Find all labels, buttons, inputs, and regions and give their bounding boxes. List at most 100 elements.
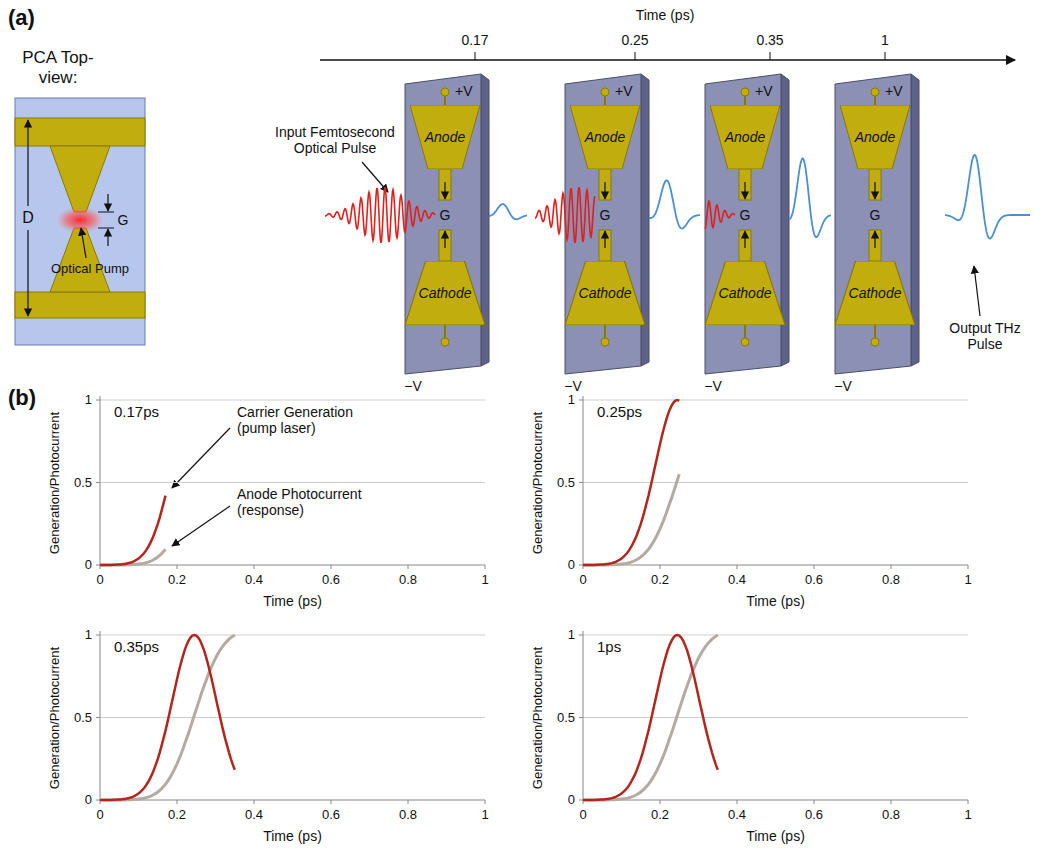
grid-line	[100, 400, 485, 401]
snapshot-time: 0.17ps	[112, 403, 161, 420]
grid-line	[100, 635, 485, 636]
terminal	[441, 88, 449, 96]
electrode-stem	[439, 230, 451, 261]
electrode-shape	[710, 105, 780, 169]
tick-label: 0.8	[882, 808, 900, 823]
axis-tick	[635, 52, 636, 60]
axis-tick	[408, 565, 409, 569]
panel-letter: (b)	[8, 385, 36, 410]
substrate	[15, 98, 145, 345]
electrode-label: Anode	[725, 129, 765, 145]
tick-label: 0.4	[245, 573, 263, 588]
voltage-label: −V	[834, 378, 852, 394]
snapshot-time: 0.25ps	[595, 403, 644, 420]
x-axis	[583, 800, 968, 801]
electrode-shape	[705, 261, 785, 325]
gap-arrow	[604, 231, 605, 248]
panel-letter: (a)	[8, 5, 35, 30]
bowtie-antenna	[50, 146, 110, 212]
axis-tick	[254, 800, 255, 804]
gap-tick	[98, 212, 114, 213]
electrode-shape	[565, 261, 645, 325]
x-axis-title: Time (ps)	[746, 828, 805, 844]
axis-tick	[96, 800, 100, 801]
thz-waveform	[489, 204, 527, 219]
cathode-electrode: Cathode	[405, 261, 485, 325]
tick-label: 1	[481, 808, 488, 823]
axis-tick	[737, 565, 738, 569]
x-axis	[100, 800, 485, 801]
tick-label: 0.4	[728, 808, 746, 823]
axis-tick	[891, 565, 892, 569]
tick-label: 0.2	[651, 573, 669, 588]
tick-label: 0.4	[245, 808, 263, 823]
tick-label: 0.5	[557, 475, 575, 490]
generation-curve	[583, 400, 679, 565]
tick-label: 0	[85, 558, 92, 573]
axis-tick	[177, 800, 178, 804]
electrode-shape	[570, 105, 640, 169]
electrode-label: Anode	[425, 129, 465, 145]
tick-label: 0.17	[461, 32, 488, 48]
tick-label: 0.5	[557, 710, 575, 725]
tick-label: 0.5	[74, 475, 92, 490]
axis-tick	[968, 800, 969, 804]
axis-tick	[737, 800, 738, 804]
gap-arrow	[744, 231, 745, 248]
x-axis-title: Time (ps)	[746, 593, 805, 609]
gap-arrow	[874, 182, 875, 199]
tick-label: 0	[568, 558, 575, 573]
snapshot-time: 0.35ps	[112, 638, 161, 655]
tick-label: 1	[881, 32, 889, 48]
anode-electrode: Anode	[840, 105, 910, 169]
voltage-label: −V	[704, 378, 722, 394]
gap-arrow	[107, 194, 108, 211]
x-axis	[583, 565, 968, 566]
electrode-label: Cathode	[849, 285, 902, 301]
axis-tick	[660, 565, 661, 569]
anode-electrode: Anode	[570, 105, 640, 169]
tick-label: 0.6	[322, 573, 340, 588]
terminal	[441, 338, 449, 346]
axis-tick	[331, 800, 332, 804]
electrode-shape	[835, 261, 915, 325]
tick-label: 0.25	[621, 32, 648, 48]
grid-line	[583, 635, 968, 636]
grid-line	[583, 717, 968, 718]
grid-line	[100, 717, 485, 718]
x-axis-title: Time (ps)	[263, 593, 322, 609]
tick-label: 1	[85, 393, 92, 408]
electrode-shape	[840, 105, 910, 169]
tick-label: 0.6	[805, 573, 823, 588]
tick-label: 0.4	[728, 573, 746, 588]
axis-tick	[579, 400, 583, 401]
optical-pulse	[705, 201, 735, 229]
axis-tick	[475, 52, 476, 60]
axis-tick	[96, 482, 100, 483]
gap-arrow	[444, 182, 445, 199]
electrode-stem	[439, 169, 451, 200]
terminal	[741, 338, 749, 346]
time-axis	[320, 59, 1015, 61]
plate-face	[705, 74, 781, 374]
leader-arrow	[974, 266, 980, 316]
y-axis	[583, 396, 584, 565]
voltage-label: −V	[404, 378, 422, 394]
axis-tick	[660, 800, 661, 804]
callout-label: Optical Pump	[51, 262, 129, 277]
terminal	[601, 88, 609, 96]
axis-tick	[96, 400, 100, 401]
gap-label: G	[740, 207, 751, 223]
electrode-stem	[599, 230, 611, 261]
tick-label: 0	[85, 793, 92, 808]
electrode-label: Cathode	[419, 285, 472, 301]
grid-line	[583, 400, 968, 401]
tick-label: 1	[964, 573, 971, 588]
electrode-stem	[869, 169, 881, 200]
gap-arrow	[604, 182, 605, 199]
y-axis	[100, 396, 101, 565]
electrode-stem	[599, 169, 611, 200]
electrode-stem	[739, 230, 751, 261]
electrode-stem	[739, 169, 751, 200]
